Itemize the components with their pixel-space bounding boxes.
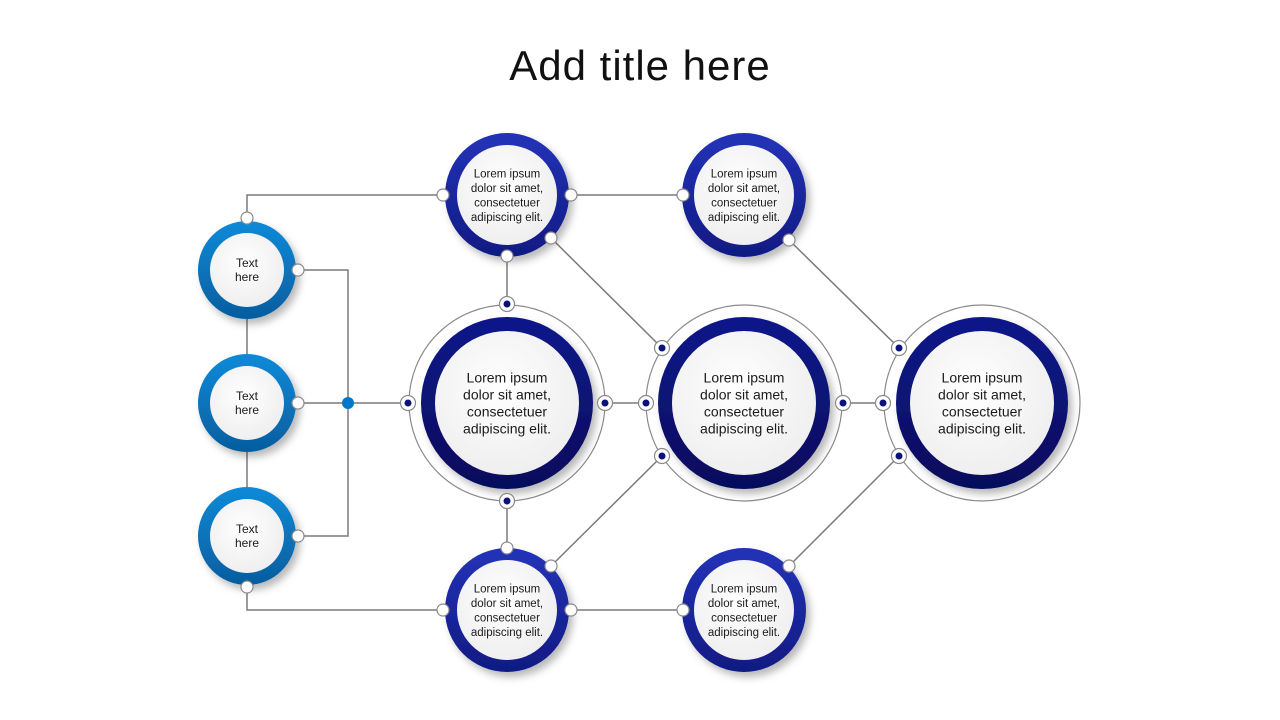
node-label-line: consectetuer <box>474 197 540 209</box>
port-dot <box>653 339 671 357</box>
node-center <box>457 145 557 245</box>
node-label-line: adipiscing elit. <box>700 420 788 436</box>
port-open <box>676 188 690 202</box>
port-dot <box>498 492 516 510</box>
node-center <box>672 331 816 475</box>
connector-bottom-b-to-big-c <box>788 455 900 567</box>
node-label-line: Lorem ipsum <box>474 583 540 595</box>
node-label-line: Text <box>236 389 259 403</box>
port-open <box>291 529 305 543</box>
port-open <box>782 233 796 247</box>
node-label-line: consectetuer <box>711 197 777 209</box>
node-label-line: Lorem ipsum <box>704 369 785 385</box>
node-label-line: Lorem ipsum <box>711 168 777 180</box>
node-center <box>457 560 557 660</box>
port-open <box>544 231 558 245</box>
port-dot <box>596 394 614 412</box>
port-open <box>782 559 796 573</box>
port-open <box>500 249 514 263</box>
node-center <box>435 331 579 475</box>
node-label-line: Text <box>236 522 259 536</box>
port-dot <box>637 394 655 412</box>
port-dot <box>874 394 892 412</box>
node-center <box>210 233 284 307</box>
port-open <box>240 580 254 594</box>
node-bottom-a[interactable]: Lorem ipsum dolor sit amet, consectetuer ad… <box>445 548 569 672</box>
port-open <box>436 188 450 202</box>
node-top-b[interactable]: Lorem ipsum dolor sit amet, consectetuer ad… <box>682 133 806 257</box>
node-label-line: adipiscing elit. <box>471 212 543 224</box>
node-label-line: consectetuer <box>704 403 784 419</box>
node-label-line: dolor sit amet, <box>471 183 543 195</box>
node-label-line: here <box>235 536 259 550</box>
port-open <box>564 603 578 617</box>
node-label-line: dolor sit amet, <box>471 598 543 610</box>
node-label-line: Lorem ipsum <box>711 583 777 595</box>
port-dot <box>834 394 852 412</box>
connector-left-bottom-to-bottom-a <box>246 586 443 611</box>
node-top-a[interactable]: Lorem ipsum dolor sit amet, consectetuer ad… <box>445 133 569 257</box>
port-open <box>564 188 578 202</box>
node-center <box>694 560 794 660</box>
node-center <box>210 499 284 573</box>
port-open <box>500 541 514 555</box>
node-label-line: Text <box>236 256 259 270</box>
connector-top-a-to-big-b <box>550 237 663 349</box>
node-label-line: dolor sit amet, <box>463 386 551 402</box>
node-label-line: consectetuer <box>711 612 777 624</box>
port-dot <box>890 447 908 465</box>
port-open <box>436 603 450 617</box>
node-label-line: dolor sit amet, <box>700 386 788 402</box>
node-label-line: dolor sit amet, <box>708 598 780 610</box>
node-label-line: adipiscing elit. <box>708 212 780 224</box>
port-open <box>240 211 254 225</box>
node-label-line: adipiscing elit. <box>471 627 543 639</box>
port-open <box>291 263 305 277</box>
node-label-line: dolor sit amet, <box>708 183 780 195</box>
node-label-line: adipiscing elit. <box>463 420 551 436</box>
node-label-line: dolor sit amet, <box>938 386 1026 402</box>
port-open <box>544 559 558 573</box>
connector-top-b-to-big-c <box>788 239 900 349</box>
port-open <box>291 396 305 410</box>
node-label-line: here <box>235 403 259 417</box>
node-label-line: consectetuer <box>467 403 547 419</box>
port-open <box>676 603 690 617</box>
connector-bottom-a-to-big-b <box>550 455 663 567</box>
node-label-line: adipiscing elit. <box>708 627 780 639</box>
port-dot <box>890 339 908 357</box>
node-label-line: Lorem ipsum <box>942 369 1023 385</box>
node-label-line: Lorem ipsum <box>474 168 540 180</box>
port-dot <box>653 447 671 465</box>
slide-title[interactable]: Add title here <box>509 42 771 89</box>
connection-ports <box>240 188 908 617</box>
node-label-line: Lorem ipsum <box>467 369 548 385</box>
port-dot <box>498 295 516 313</box>
node-label-line: consectetuer <box>474 612 540 624</box>
node-label-line: adipiscing elit. <box>938 420 1026 436</box>
node-center <box>910 331 1054 475</box>
connector-left-top-to-top-a <box>246 194 443 217</box>
node-label-line: here <box>235 270 259 284</box>
junction-dot <box>342 397 354 409</box>
node-bottom-b[interactable]: Lorem ipsum dolor sit amet, consectetuer ad… <box>682 548 806 672</box>
port-dot <box>399 394 417 412</box>
node-center <box>694 145 794 245</box>
node-label-line: consectetuer <box>942 403 1022 419</box>
node-center <box>210 366 284 440</box>
